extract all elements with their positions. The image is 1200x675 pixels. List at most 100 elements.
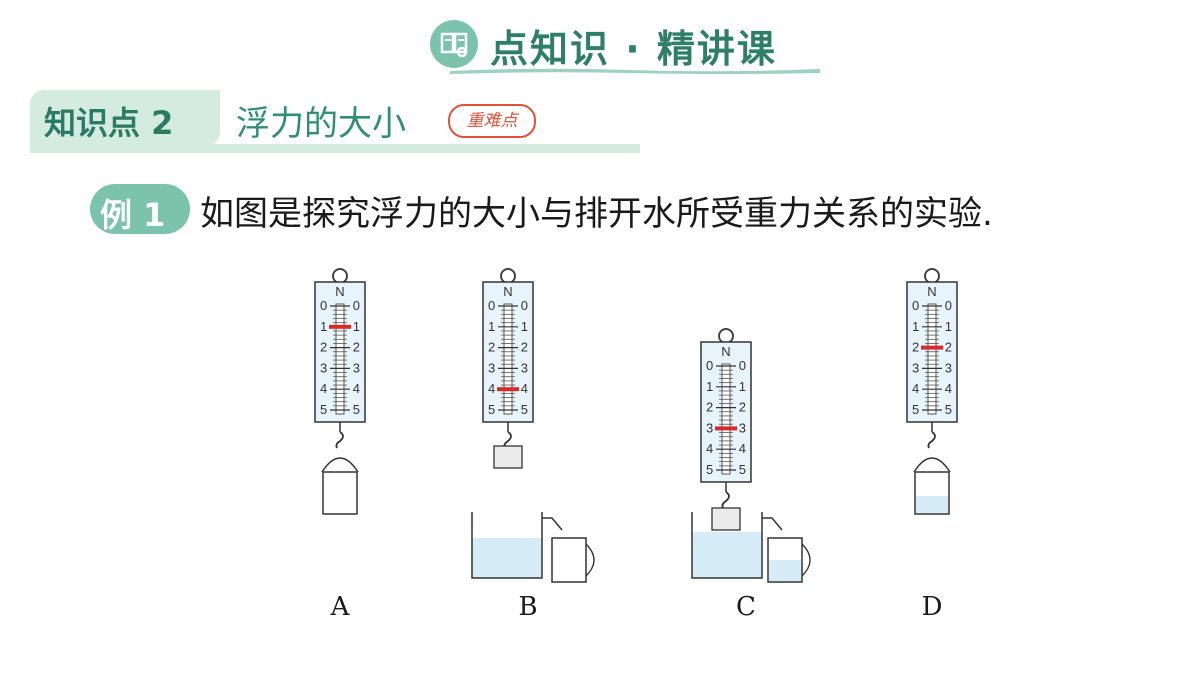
knowledge-point-underline xyxy=(30,144,640,153)
scale-tube xyxy=(721,363,731,475)
page-header: 点知识 · 精讲课 xyxy=(430,14,820,74)
spring-scale-D: N0 0 1 1 2 2 3 3 4 4 5 5 xyxy=(906,268,958,449)
scale-ring xyxy=(500,268,516,284)
scale-pointer xyxy=(329,324,351,329)
scale-tick-right-4: 4 xyxy=(739,441,746,456)
scale-tick-left-4: 4 xyxy=(488,381,495,396)
catch-bucket-water xyxy=(769,560,801,581)
scale-tick-right-0: 0 xyxy=(521,298,528,313)
scale-ring xyxy=(332,268,348,284)
knowledge-point-tag-label: 知识点 2 xyxy=(44,104,174,142)
scale-tick-left-4: 4 xyxy=(320,381,327,396)
scale-tick-left-5: 5 xyxy=(912,402,919,417)
scale-ring xyxy=(924,268,940,284)
scale-tick-right-2: 2 xyxy=(521,340,528,355)
scale-tick-right-1: 1 xyxy=(945,319,952,334)
scale-tick-right-0: 0 xyxy=(353,298,360,313)
scale-tick-right-2: 2 xyxy=(739,400,746,415)
scale-tick-left-3: 3 xyxy=(320,360,327,375)
scale-tick-right-3: 3 xyxy=(521,360,528,375)
scale-tick-right-3: 3 xyxy=(945,360,952,375)
scale-tick-right-4: 4 xyxy=(353,381,360,396)
scale-tick-right-4: 4 xyxy=(945,381,952,396)
scale-tick-left-3: 3 xyxy=(488,360,495,375)
scale-tick-left-1: 1 xyxy=(706,379,713,394)
catch-bucket xyxy=(551,537,587,583)
knowledge-point-title: 浮力的大小 xyxy=(236,104,406,144)
scale-hook xyxy=(335,431,344,449)
scale-tick-right-1: 1 xyxy=(353,319,360,334)
scale-tick-left-1: 1 xyxy=(488,319,495,334)
figure-label-A: A xyxy=(330,592,351,622)
example-question: 如图是探究浮力的大小与排开水所受重力关系的实验. xyxy=(200,194,993,234)
scale-hook xyxy=(721,491,730,509)
scale-tick-right-1: 1 xyxy=(739,379,746,394)
scale-tick-left-4: 4 xyxy=(706,441,713,456)
difficulty-badge: 重难点 xyxy=(448,104,536,138)
figure-label-C: C xyxy=(736,592,756,622)
scale-unit: N xyxy=(503,284,512,299)
spring-scale-C: N0 0 1 1 2 2 3 3 4 4 5 5 xyxy=(700,328,752,509)
spring-scale-B: N0 0 1 1 2 2 3 3 4 4 5 5 xyxy=(482,268,534,449)
overflow-cup xyxy=(691,512,763,579)
header-brush-stroke xyxy=(450,68,820,74)
scale-tick-left-0: 0 xyxy=(912,298,919,313)
scale-tick-left-2: 2 xyxy=(706,400,713,415)
example-tag-label: 例 1 xyxy=(100,196,166,234)
scale-tick-right-2: 2 xyxy=(945,340,952,355)
overflow-cup xyxy=(471,512,543,579)
scale-tick-left-3: 3 xyxy=(706,420,713,435)
scale-tick-left-2: 2 xyxy=(320,340,327,355)
catch-bucket-handle xyxy=(801,543,811,577)
scale-tick-left-3: 3 xyxy=(912,360,919,375)
scale-tick-left-1: 1 xyxy=(912,319,919,334)
scale-tick-right-1: 1 xyxy=(521,319,528,334)
scale-tick-left-2: 2 xyxy=(488,340,495,355)
figure-label-D: D xyxy=(922,592,943,622)
bucket-handle xyxy=(913,457,951,473)
scale-tick-left-0: 0 xyxy=(488,298,495,313)
scale-tick-left-5: 5 xyxy=(488,402,495,417)
scale-tick-right-5: 5 xyxy=(945,402,952,417)
bucket-water xyxy=(916,496,948,513)
scale-tick-right-0: 0 xyxy=(945,298,952,313)
stone-block xyxy=(493,445,523,469)
scale-tube xyxy=(335,303,345,415)
scale-unit: N xyxy=(335,284,344,299)
scale-tick-right-5: 5 xyxy=(521,402,528,417)
knowledge-point-tag: 知识点 2 xyxy=(30,90,220,146)
bucket xyxy=(322,471,358,515)
scale-unit: N xyxy=(721,344,730,359)
scale-pointer xyxy=(497,387,519,392)
figure-label-B: B xyxy=(518,592,537,622)
scale-tick-right-5: 5 xyxy=(739,462,746,477)
scale-ring xyxy=(718,328,734,344)
scale-pointer xyxy=(921,345,943,350)
scale-tick-left-5: 5 xyxy=(706,462,713,477)
scale-tick-left-4: 4 xyxy=(912,381,919,396)
page-title: 点知识 · 精讲课 xyxy=(490,27,777,71)
scale-hook xyxy=(927,431,936,449)
overflow-cup-water xyxy=(692,532,762,578)
scale-tick-left-1: 1 xyxy=(320,319,327,334)
scale-tick-right-0: 0 xyxy=(739,358,746,373)
knowledge-point-bar: 知识点 2 浮力的大小 重难点 xyxy=(30,90,640,156)
scale-pointer xyxy=(715,426,737,431)
scale-tick-left-0: 0 xyxy=(320,298,327,313)
scale-tick-right-3: 3 xyxy=(353,360,360,375)
scale-tick-right-4: 4 xyxy=(521,381,528,396)
scale-tick-left-0: 0 xyxy=(706,358,713,373)
scale-tick-right-2: 2 xyxy=(353,340,360,355)
book-icon xyxy=(430,20,478,68)
stone-block-submerged xyxy=(711,507,741,531)
scale-unit: N xyxy=(927,284,936,299)
catch-bucket-handle xyxy=(585,543,595,577)
overflow-cup-water xyxy=(472,538,542,578)
scale-tick-right-3: 3 xyxy=(739,420,746,435)
scale-tick-left-2: 2 xyxy=(912,340,919,355)
scale-tube xyxy=(503,303,513,415)
scale-tick-left-5: 5 xyxy=(320,402,327,417)
bucket-handle xyxy=(321,457,359,473)
